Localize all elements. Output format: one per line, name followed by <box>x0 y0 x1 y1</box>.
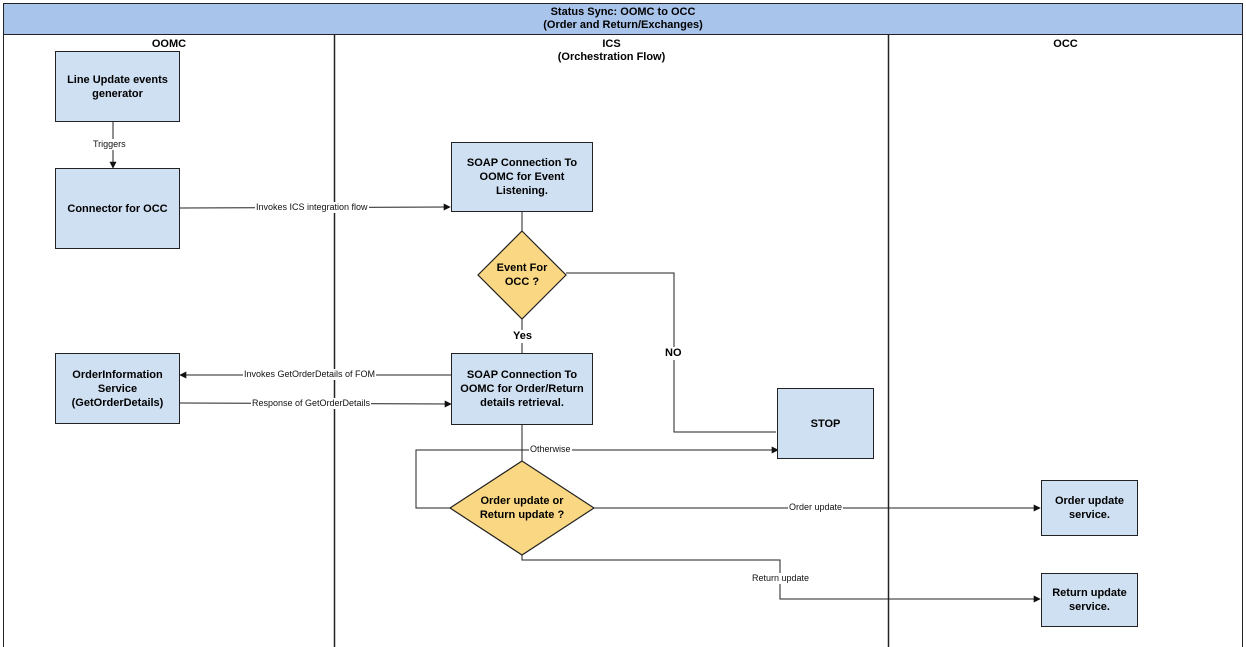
diagram-title: Status Sync: OOMC to OCC <box>550 6 696 18</box>
edge-otherwise <box>415 446 779 509</box>
node-stop: STOP <box>777 388 874 459</box>
edge-label-invokes-get: Invokes GetOrderDetails of FOM <box>243 369 377 380</box>
node-connector: Connector for OCC <box>55 168 180 249</box>
node-order-service: Order update service. <box>1041 480 1138 536</box>
edge-return-update <box>521 555 1041 603</box>
edge-label-no: NO <box>663 347 684 360</box>
lane-occ-title: OCC <box>1053 38 1078 50</box>
edge-label-yes: Yes <box>511 330 534 343</box>
lane-oomc: OOMC <box>4 38 334 51</box>
edge-label-response-get: Response of GetOrderDetails <box>251 398 372 409</box>
node-line-update: Line Update events generator <box>55 51 180 122</box>
lane-oomc-title: OOMC <box>151 38 187 50</box>
diagram-header: Status Sync: OOMC to OCC (Order and Retu… <box>3 3 1243 35</box>
lane-ics-subtitle: (Orchestration Flow) <box>557 51 666 63</box>
node-return-service: Return update service. <box>1041 573 1138 627</box>
node-event-decision: Event For OCC ? <box>496 262 548 288</box>
edge-label-triggers: Triggers <box>92 139 127 150</box>
node-update-decision: Order update or Return update ? <box>479 495 565 521</box>
node-soap-order: SOAP Connection To OOMC for Order/Return… <box>451 353 593 425</box>
edge-label-return-update: Return update <box>751 573 811 584</box>
edge-label-invokes-ics: Invokes ICS integration flow <box>255 202 369 213</box>
diagram-subtitle: (Order and Return/Exchanges) <box>543 19 703 31</box>
lane-ics: ICS (Orchestration Flow) <box>335 38 888 64</box>
lane-ics-title: ICS <box>602 38 621 50</box>
edge-label-otherwise: Otherwise <box>529 444 572 455</box>
lane-occ: OCC <box>889 38 1242 51</box>
node-order-info: OrderInformation Service (GetOrderDetail… <box>55 353 180 424</box>
node-soap-event: SOAP Connection To OOMC for Event Listen… <box>451 142 593 212</box>
edge-label-order-update: Order update <box>788 502 844 513</box>
